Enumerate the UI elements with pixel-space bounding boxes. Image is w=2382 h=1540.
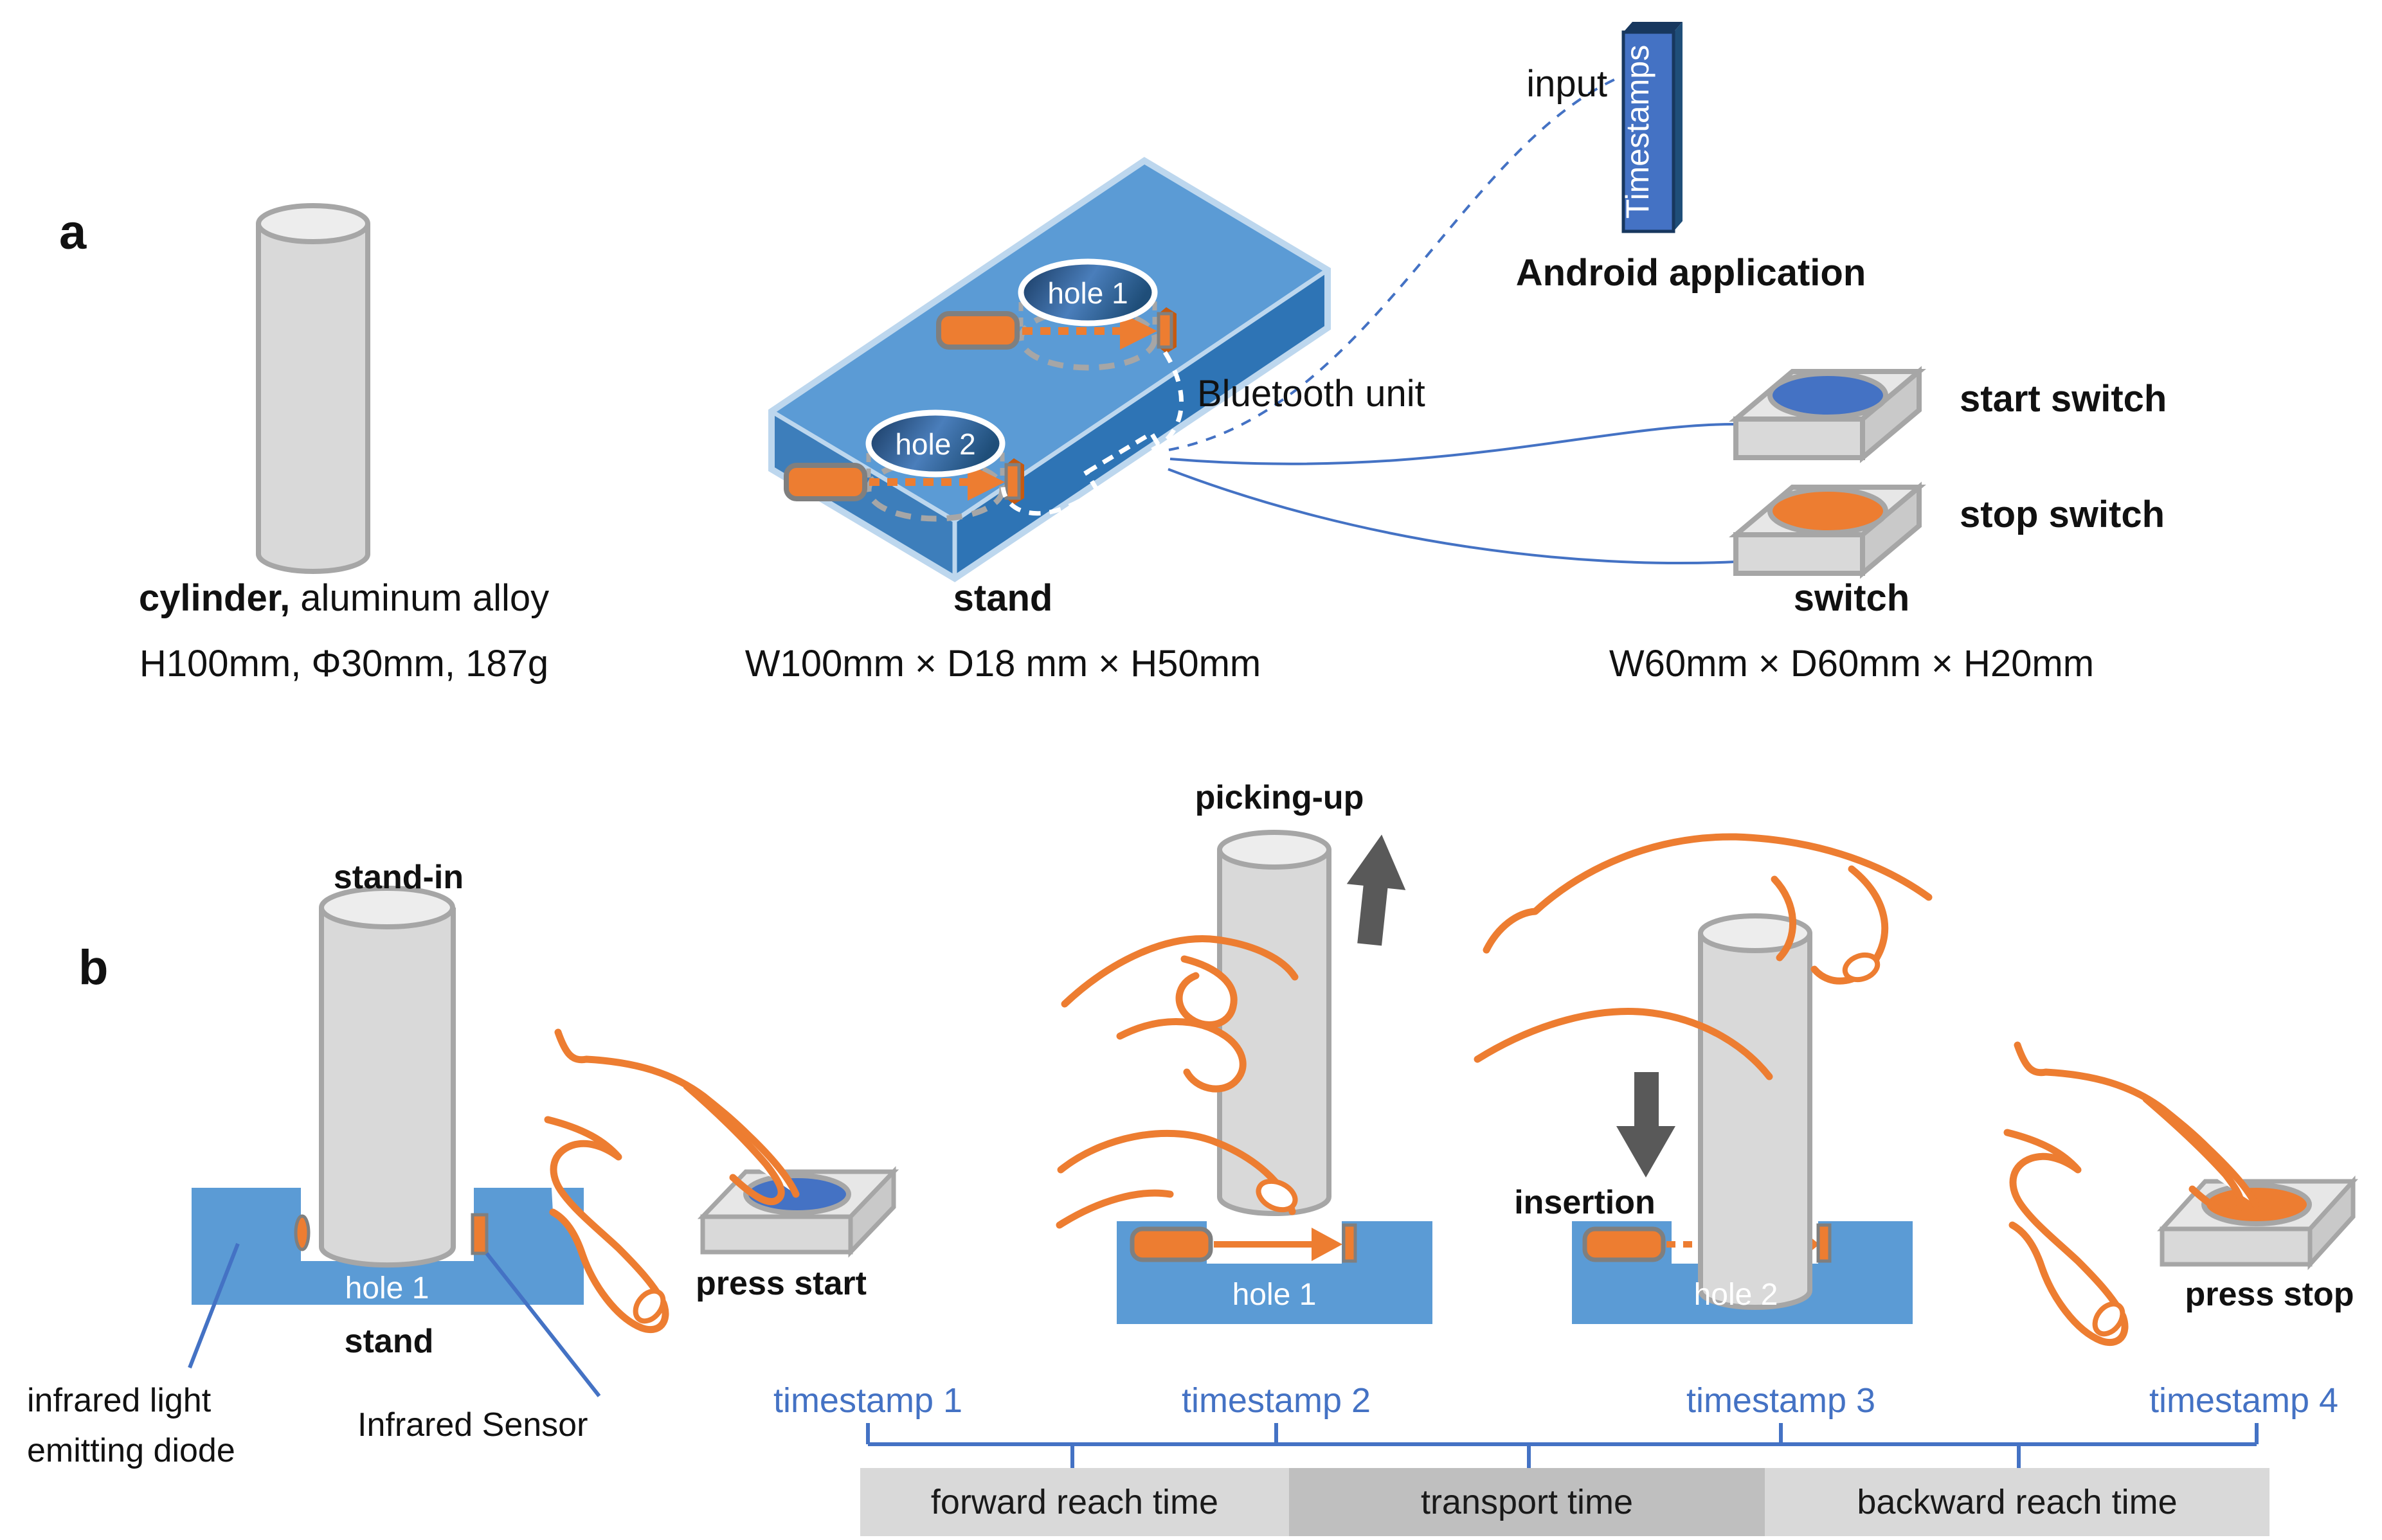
timestamp-4: timestamp 4: [2149, 1381, 2339, 1420]
hole2-a-label: hole 2: [895, 427, 975, 461]
stop-switch-label: stop switch: [1960, 494, 2165, 535]
scene-press-stop: [2003, 1041, 2358, 1347]
timeline-bracket: [866, 1423, 2259, 1468]
panel-a-label: a: [59, 205, 87, 260]
ir-sensor-2: [1004, 458, 1024, 505]
stand-a: [768, 157, 1331, 582]
thumbnail-insertion: [1842, 952, 1881, 983]
insertion-hole-label: hole 2: [1694, 1278, 1778, 1312]
cylinder-standin: [319, 908, 456, 1268]
ir-emitter-pickup: [1130, 1226, 1213, 1262]
insertion-title: insertion: [1514, 1184, 1656, 1221]
cylinder-insertion: [1698, 933, 1812, 1310]
transport-time-box: transport time: [1289, 1468, 1765, 1536]
ir-led-label-line1: infrared light: [27, 1382, 212, 1419]
thumbnail-press-stop: [2092, 1301, 2125, 1337]
scene-insertion: hole 2: [1474, 833, 1933, 1324]
phone-input-label: input: [1526, 63, 1607, 105]
scene-press-start: [544, 1028, 899, 1334]
cylinder-a-dims: H100mm, Φ30mm, 187g: [139, 643, 549, 685]
picking-up-title: picking-up: [1195, 779, 1364, 816]
arrow-up: [1346, 834, 1406, 946]
stop-switch: [1729, 481, 1926, 579]
ir-beam-2-arrowhead: [968, 463, 1005, 501]
cylinder-a-caption-bold: cylinder,: [138, 577, 291, 619]
panel-b-label: b: [78, 940, 109, 995]
hand-press-stop: [2003, 1041, 2259, 1347]
press-stop-title: press stop: [2185, 1276, 2354, 1313]
ir-led-label-line2: emitting diode: [27, 1432, 235, 1469]
stand-a-name: stand: [953, 577, 1053, 619]
wire-stop-switch: [1168, 468, 1737, 565]
wire-start-switch: [1169, 423, 1735, 465]
bluetooth-label: Bluetooth unit: [1197, 373, 1425, 415]
switch-dims: W60mm × D60mm × H20mm: [1609, 643, 2095, 685]
thumbnail-press-start: [633, 1288, 666, 1324]
stand-a-hole1: hole 1: [936, 258, 1177, 371]
stand-in-title: stand-in: [333, 859, 464, 896]
timestamp-3: timestamp 3: [1686, 1381, 1876, 1420]
ir-sensor-pickup: [1342, 1223, 1357, 1263]
wire-input-dashed: [1168, 77, 1618, 451]
start-switch-label: start switch: [1960, 378, 2167, 420]
ir-beam-1-arrowhead: [1120, 312, 1157, 350]
scene-picking-up: hole 1: [1056, 830, 1432, 1324]
ir-emitter-1: [936, 311, 1020, 350]
timestamp-1: timestamp 1: [773, 1381, 963, 1420]
forward-reach-time-box: forward reach time: [860, 1468, 1289, 1536]
press-start-title: press start: [696, 1265, 867, 1302]
ir-emitter-2: [784, 463, 867, 501]
stop-button: [1767, 487, 1888, 535]
android-application-label: Android application: [1515, 252, 1866, 294]
phone-screen-text: Timestamps: [1620, 45, 1656, 219]
hole1-a-label: hole 1: [1047, 276, 1128, 310]
stand-b-name: stand: [344, 1323, 434, 1360]
ir-sensor-1: [1157, 307, 1177, 354]
backward-reach-time-box: backward reach time: [1765, 1468, 2269, 1536]
bluetooth-unit: [1000, 351, 1184, 516]
arrow-down: [1616, 1072, 1675, 1177]
switch-name: switch: [1793, 577, 1910, 619]
android-phone: Timestamps: [1620, 22, 1683, 233]
stand-a-dims: W100mm × D18 mm × H50mm: [744, 643, 1261, 685]
sensor-annotation-line: [485, 1252, 601, 1397]
hand-press-start: [544, 1028, 800, 1334]
ir-emitter-insertion: [1582, 1226, 1666, 1262]
wires: [1168, 77, 1737, 565]
cylinder-pickup: [1217, 850, 1331, 1216]
standin-hole-label: hole 1: [345, 1271, 429, 1305]
ir-led-b: [294, 1214, 311, 1251]
start-button: [1767, 371, 1888, 420]
hand-picking-up: [1056, 935, 1299, 1229]
thumbnail-pickup: [1256, 1178, 1298, 1213]
cylinder-a-caption: cylinder, aluminum alloy: [68, 577, 620, 620]
ir-sensor-b: [471, 1213, 489, 1255]
cylinder-a: [256, 203, 370, 574]
timestamp-2: timestamp 2: [1181, 1381, 1371, 1420]
pickup-hole-label: hole 1: [1232, 1278, 1317, 1312]
scene-stand-in: hole 1: [188, 886, 601, 1397]
cylinder-a-caption-rest: aluminum alloy: [290, 577, 550, 619]
stand-a-hole2: hole 2: [784, 409, 1024, 522]
led-annotation-line: [188, 1242, 240, 1369]
ir-sensor-insertion: [1816, 1223, 1832, 1263]
ir-sensor-label: Infrared Sensor: [357, 1406, 588, 1444]
start-switch: [1729, 366, 1926, 463]
hand-insertion: [1474, 833, 1933, 1080]
